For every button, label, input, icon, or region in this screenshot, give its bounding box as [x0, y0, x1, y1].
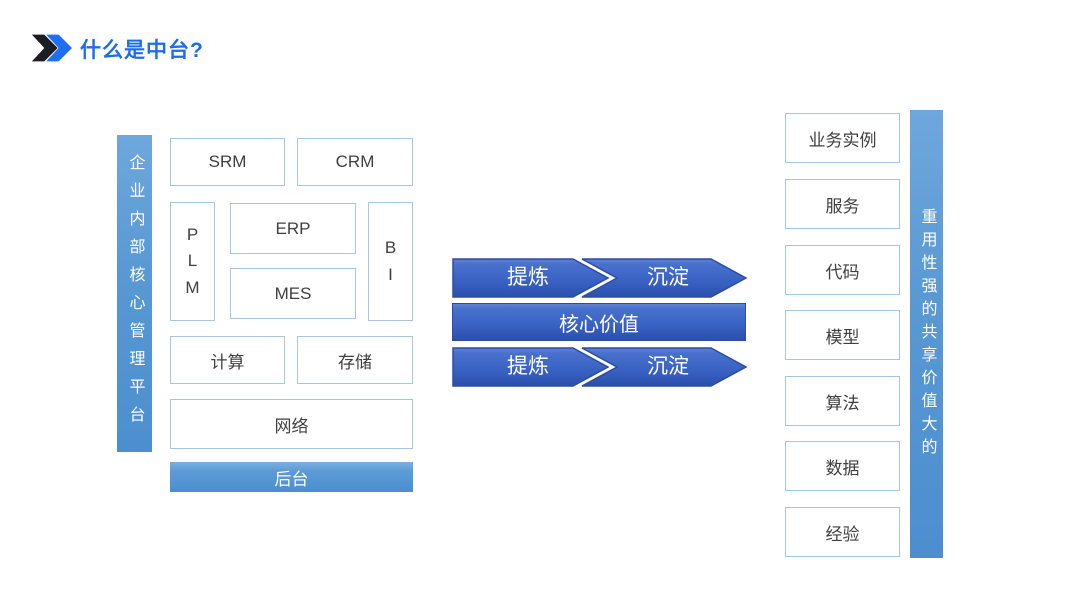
box-compute-label: 计算: [210, 352, 245, 372]
process-arrow-row-2: 提炼 沉淀: [452, 347, 748, 387]
arrow-step-label: 提炼: [507, 355, 549, 378]
box-service: 服务: [785, 179, 900, 229]
left-side-bar: 企业内部核心管理平台: [117, 135, 152, 452]
core-value-bar: 核心价值: [452, 303, 746, 341]
arrow-step-label: 提炼: [507, 266, 549, 289]
double-chevron-icon: [31, 34, 72, 62]
box-compute: 计算: [170, 336, 285, 384]
box-experience: 经验: [785, 507, 900, 557]
box-bi-label: BI: [384, 238, 397, 284]
box-crm: CRM: [297, 138, 413, 186]
box-srm-label: SRM: [208, 152, 247, 171]
page-title: 什么是中台?: [80, 39, 204, 62]
arrow-step-label: 沉淀: [647, 355, 689, 378]
right-side-bar-label: 重用性强的共享价值大的: [918, 207, 936, 461]
right-side-bar: 重用性强的共享价值大的: [910, 110, 943, 558]
chevron-arrows: [452, 347, 748, 387]
box-mes: MES: [230, 268, 356, 319]
box-algorithm: 算法: [785, 376, 900, 426]
box-crm-label: CRM: [335, 152, 375, 171]
box-mes-label: MES: [274, 283, 312, 303]
box-experience-label: 经验: [825, 524, 860, 544]
box-bi: BI: [368, 202, 413, 321]
box-storage-label: 存储: [338, 352, 372, 372]
backend-bar: 后台: [170, 462, 413, 492]
box-code-label: 代码: [825, 262, 860, 282]
box-business-instance: 业务实例: [785, 113, 900, 163]
box-storage: 存储: [297, 336, 413, 384]
box-model: 模型: [785, 310, 900, 360]
box-data-label: 数据: [825, 458, 860, 478]
core-value-label: 核心价值: [559, 313, 639, 336]
box-network: 网络: [170, 399, 413, 449]
box-plm: PLM: [170, 202, 215, 321]
box-business-instance-label: 业务实例: [808, 130, 877, 150]
box-plm-label: PLM: [185, 224, 200, 297]
box-algorithm-label: 算法: [825, 393, 860, 413]
left-side-bar-label: 企业内部核心管理平台: [126, 153, 144, 434]
backend-bar-label: 后台: [274, 469, 309, 489]
box-model-label: 模型: [825, 327, 860, 347]
box-data: 数据: [785, 441, 900, 491]
box-network-label: 网络: [274, 416, 309, 436]
chevron-arrows: [452, 258, 748, 298]
arrow-step-label: 沉淀: [647, 266, 689, 289]
box-erp-label: ERP: [275, 218, 311, 238]
box-service-label: 服务: [825, 196, 860, 216]
process-arrow-row-1: 提炼 沉淀: [452, 258, 748, 298]
box-erp: ERP: [230, 203, 356, 254]
box-srm: SRM: [170, 138, 285, 186]
box-code: 代码: [785, 245, 900, 295]
